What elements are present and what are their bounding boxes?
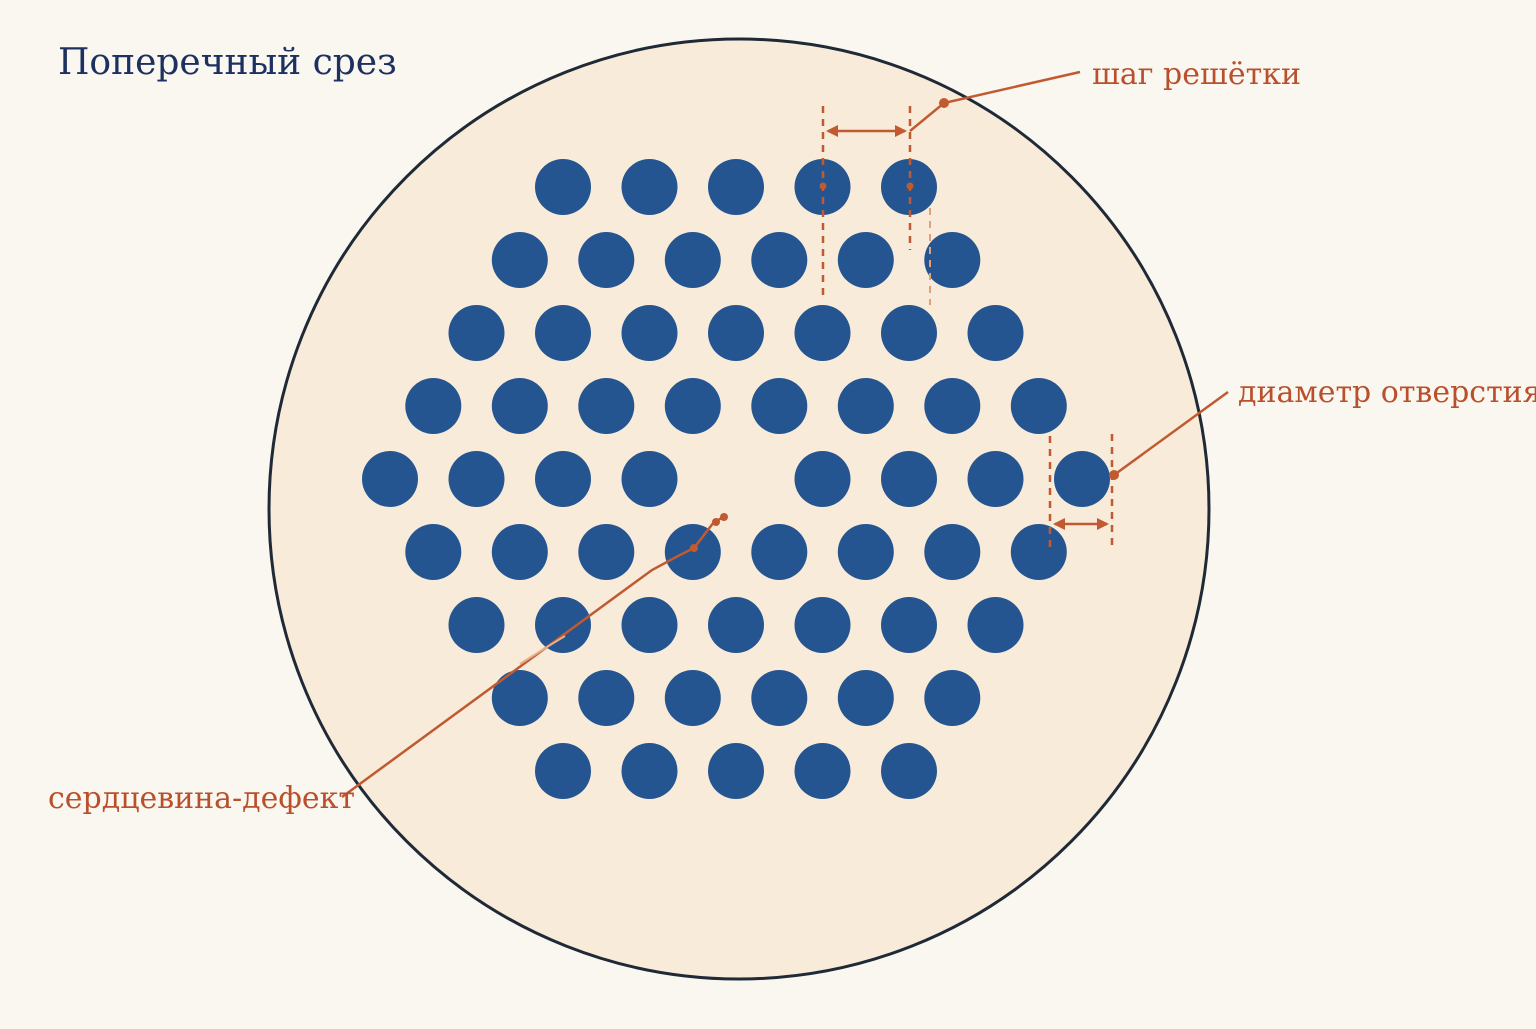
pitch-arrowhead-left (826, 125, 838, 137)
core-defect-label: сердцевина-дефект (48, 781, 355, 816)
diameter-arrowhead-right (1097, 518, 1109, 530)
air-hole (1010, 378, 1067, 434)
air-hole (881, 305, 937, 361)
air-hole (535, 451, 591, 507)
air-hole (491, 378, 548, 434)
air-hole (621, 743, 678, 799)
air-hole (621, 451, 678, 507)
air-hole (751, 670, 808, 726)
air-hole (837, 378, 894, 434)
air-hole (535, 743, 591, 799)
air-hole (794, 743, 851, 799)
core-defect-leader-sketch-stroke (519, 635, 566, 665)
air-hole (578, 232, 635, 288)
air-hole (924, 232, 981, 288)
diagram-title: Поперечный срез (58, 42, 397, 83)
pitch-annotation: шаг решётки (819, 57, 1301, 305)
pitch-arrowhead-right (895, 125, 907, 137)
air-hole (794, 451, 851, 507)
air-hole (491, 232, 548, 288)
air-hole (405, 378, 462, 434)
air-hole (967, 451, 1024, 507)
air-hole (708, 159, 764, 215)
air-hole (664, 524, 721, 580)
air-hole (535, 159, 591, 215)
pitch-label: шаг решётки (1092, 57, 1301, 92)
air-hole (967, 305, 1024, 361)
air-hole (362, 451, 418, 507)
air-hole (578, 670, 635, 726)
air-hole (448, 597, 505, 653)
air-hole (837, 524, 894, 580)
air-hole (924, 524, 981, 580)
air-hole (751, 378, 808, 434)
core-defect-annotation: сердцевина-дефект (48, 513, 728, 816)
diameter-leader-dot (1109, 470, 1119, 480)
air-hole (535, 305, 591, 361)
air-hole (837, 232, 894, 288)
hole-diameter-label: диаметр отверстия (1238, 375, 1536, 410)
air-hole (491, 524, 548, 580)
air-hole (1054, 451, 1110, 507)
pitch-leader-dot (939, 98, 949, 108)
air-hole-lattice (362, 159, 1110, 799)
air-hole (924, 378, 981, 434)
air-hole (621, 305, 678, 361)
air-hole (448, 451, 505, 507)
pitch-hole-center-marker-left (819, 182, 827, 190)
air-hole (708, 305, 764, 361)
air-hole (664, 378, 721, 434)
air-hole (1010, 524, 1067, 580)
air-hole (708, 743, 764, 799)
air-hole (491, 670, 548, 726)
air-hole (578, 378, 635, 434)
air-hole (881, 597, 937, 653)
core-defect-leader-dot-mid (712, 518, 720, 526)
air-hole (881, 743, 937, 799)
air-hole (794, 305, 851, 361)
air-hole (751, 524, 808, 580)
diameter-leader-line (1113, 390, 1229, 477)
air-hole (535, 597, 591, 653)
air-hole (621, 597, 678, 653)
air-hole (448, 305, 505, 361)
air-hole (967, 597, 1024, 653)
air-hole (837, 670, 894, 726)
air-hole (664, 670, 721, 726)
air-hole (708, 597, 764, 653)
air-hole (751, 232, 808, 288)
air-hole (881, 451, 937, 507)
air-hole (621, 159, 678, 215)
air-hole (794, 597, 851, 653)
hole-diameter-annotation: диаметр отверстия (1048, 375, 1536, 552)
air-hole (405, 524, 462, 580)
core-defect-leader-dot-inner (690, 544, 698, 552)
air-hole (664, 232, 721, 288)
air-hole (578, 524, 635, 580)
core-defect-leader-dot-tip (720, 513, 728, 521)
pitch-hole-center-marker-right (906, 182, 914, 190)
diameter-arrowhead-left (1053, 518, 1065, 530)
air-hole (924, 670, 981, 726)
